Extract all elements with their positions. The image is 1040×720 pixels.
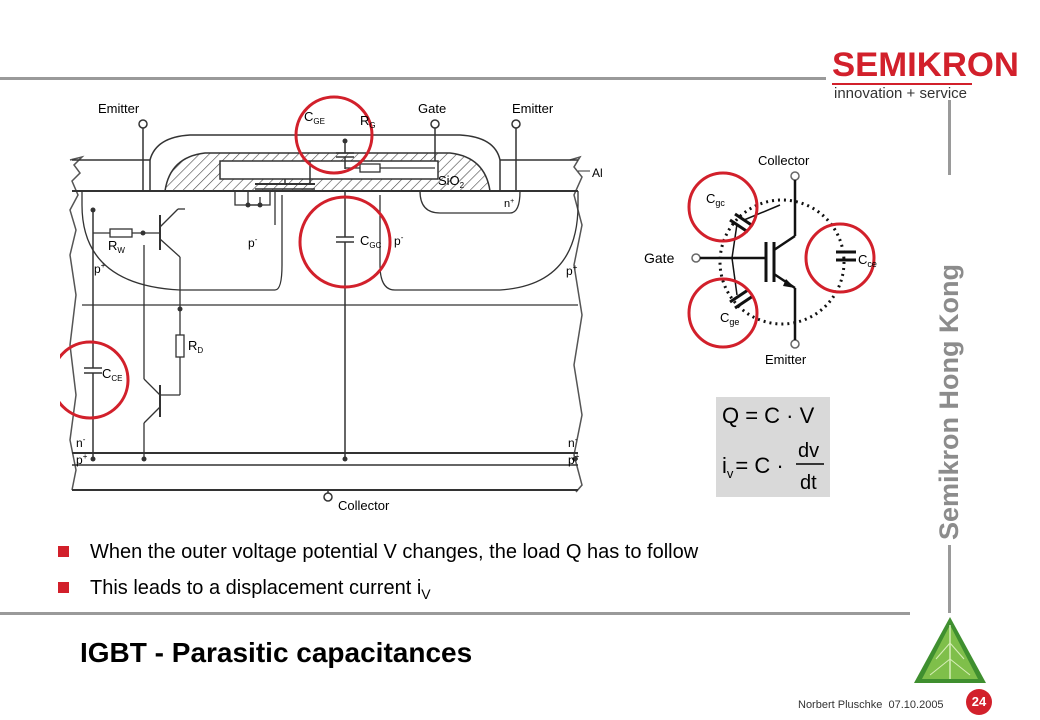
cge-symbol-highlight [687, 277, 759, 349]
top-rule [0, 77, 826, 80]
label-p-plus-left: p+ [94, 261, 106, 276]
logo-tagline: innovation + service [834, 85, 967, 102]
logo-underline [832, 83, 972, 85]
igbt-cross-section: Emitter Gate Emitter Collector Al SiO2 C… [60, 95, 603, 513]
label-rd: RD [188, 338, 203, 355]
label-n-minus-right: n- [568, 435, 578, 450]
side-rule-top [948, 100, 951, 175]
label-n-plus-right: n+ [504, 198, 514, 210]
side-company-text: Semikron Hong Kong [934, 264, 964, 540]
label-p-minus-right: p- [394, 233, 404, 248]
page-number-badge: 24 [966, 689, 992, 715]
label-al: Al [592, 166, 603, 180]
symbol-label-emitter: Emitter [765, 352, 807, 367]
formula-numerator: dv [798, 440, 819, 462]
leaf-logo-icon [914, 617, 986, 683]
symbol-label-cge: Cge [720, 310, 739, 327]
cce-highlight-circle [60, 340, 130, 420]
cce-symbol-highlight [804, 222, 876, 294]
bullet-text: When the outer voltage potential V chang… [90, 541, 699, 563]
label-collector: Collector [338, 498, 390, 513]
bullet-marker [58, 582, 69, 593]
device-dotted-circle [718, 198, 846, 326]
label-cgc: CGC [360, 233, 382, 250]
slide-title: IGBT - Parasitic capacitances [80, 637, 473, 668]
cge-highlight-circle [294, 95, 374, 175]
igbt-symbol-diagram: Collector Emitter Gate Cgc Cce Cge [644, 153, 877, 367]
label-cce: CCE [102, 366, 123, 383]
semikron-logo: SEMIKRON [832, 46, 1019, 84]
cgc-highlight-circle [298, 195, 392, 289]
label-gate: Gate [418, 101, 446, 116]
label-n-minus-left: n- [76, 435, 86, 450]
label-p-plus-bottom-left: p+ [76, 452, 88, 467]
footer-author-date: Norbert Pluschke 07.10.2005 [798, 699, 944, 711]
symbol-label-gate: Gate [644, 250, 675, 266]
symbol-label-collector: Collector [758, 153, 810, 168]
label-cge: CGE [304, 109, 325, 126]
label-p-plus-bottom-right: p+ [568, 452, 580, 467]
label-emitter-left: Emitter [98, 101, 140, 116]
side-rule-bottom [948, 545, 951, 613]
formula-box: Q = C · V iv= C · dv dt [716, 397, 830, 497]
label-p-minus-left: p- [248, 235, 258, 250]
bottom-rule [0, 612, 910, 615]
label-emitter-right: Emitter [512, 101, 554, 116]
label-p-plus-right: p+ [566, 263, 578, 278]
formula-current-lhs: iv= C · [722, 453, 784, 481]
bullet-text: This leads to a displacement current iV [90, 577, 431, 602]
formula-charge: Q = C · V [722, 403, 815, 428]
formula-denominator: dt [800, 472, 817, 494]
symbol-label-cgc: Cgc [706, 191, 725, 208]
bullet-marker [58, 546, 69, 557]
cgc-symbol-highlight [687, 171, 759, 243]
label-rw: RW [108, 238, 125, 255]
symbol-label-cce: Cce [858, 252, 877, 269]
label-sio2: SiO2 [438, 173, 465, 190]
label-rg: RG [360, 113, 376, 130]
